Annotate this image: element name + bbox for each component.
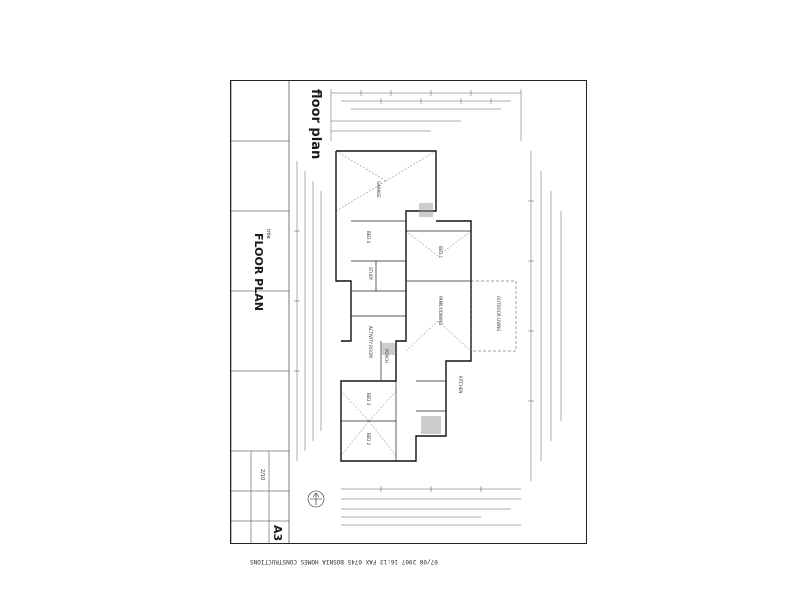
room-label-study: STUDY: [368, 267, 373, 281]
room-label-bed4: BED 4: [366, 231, 371, 244]
plan-title: floor plan: [308, 89, 323, 160]
fax-header-line: 07/08 2007 16:13 FAX 0745 BOSNIA HOMES C…: [250, 558, 438, 565]
room-label-activity-room: ACTIVITY ROOM: [368, 326, 373, 358]
north-arrow-icon: [307, 490, 325, 508]
room-label-bed2: BED 2: [366, 433, 371, 446]
floor-plan-drawing: [231, 81, 562, 543]
room-label-garage: GARAGE: [376, 181, 381, 198]
room-label-porch: PORCH: [384, 349, 389, 363]
sheet-number: 2/10: [259, 469, 265, 481]
room-label-kitchen: KITCHEN: [458, 376, 463, 394]
sheet-size: A3: [271, 525, 284, 542]
drawing-sheet: floor plan title FLOOR PLAN 2/10 A3 BED …: [230, 80, 587, 544]
drawing-title: FLOOR PLAN: [252, 233, 265, 311]
room-label-bed3: BED 3: [366, 393, 371, 406]
room-label-family-dining: FAMILY/DINING: [438, 296, 443, 326]
room-label-outdoor-living: OUTDOOR LIVING: [496, 296, 501, 332]
room-label-bed1: BED 1: [438, 246, 443, 259]
drawing-title-label: title: [265, 229, 271, 239]
